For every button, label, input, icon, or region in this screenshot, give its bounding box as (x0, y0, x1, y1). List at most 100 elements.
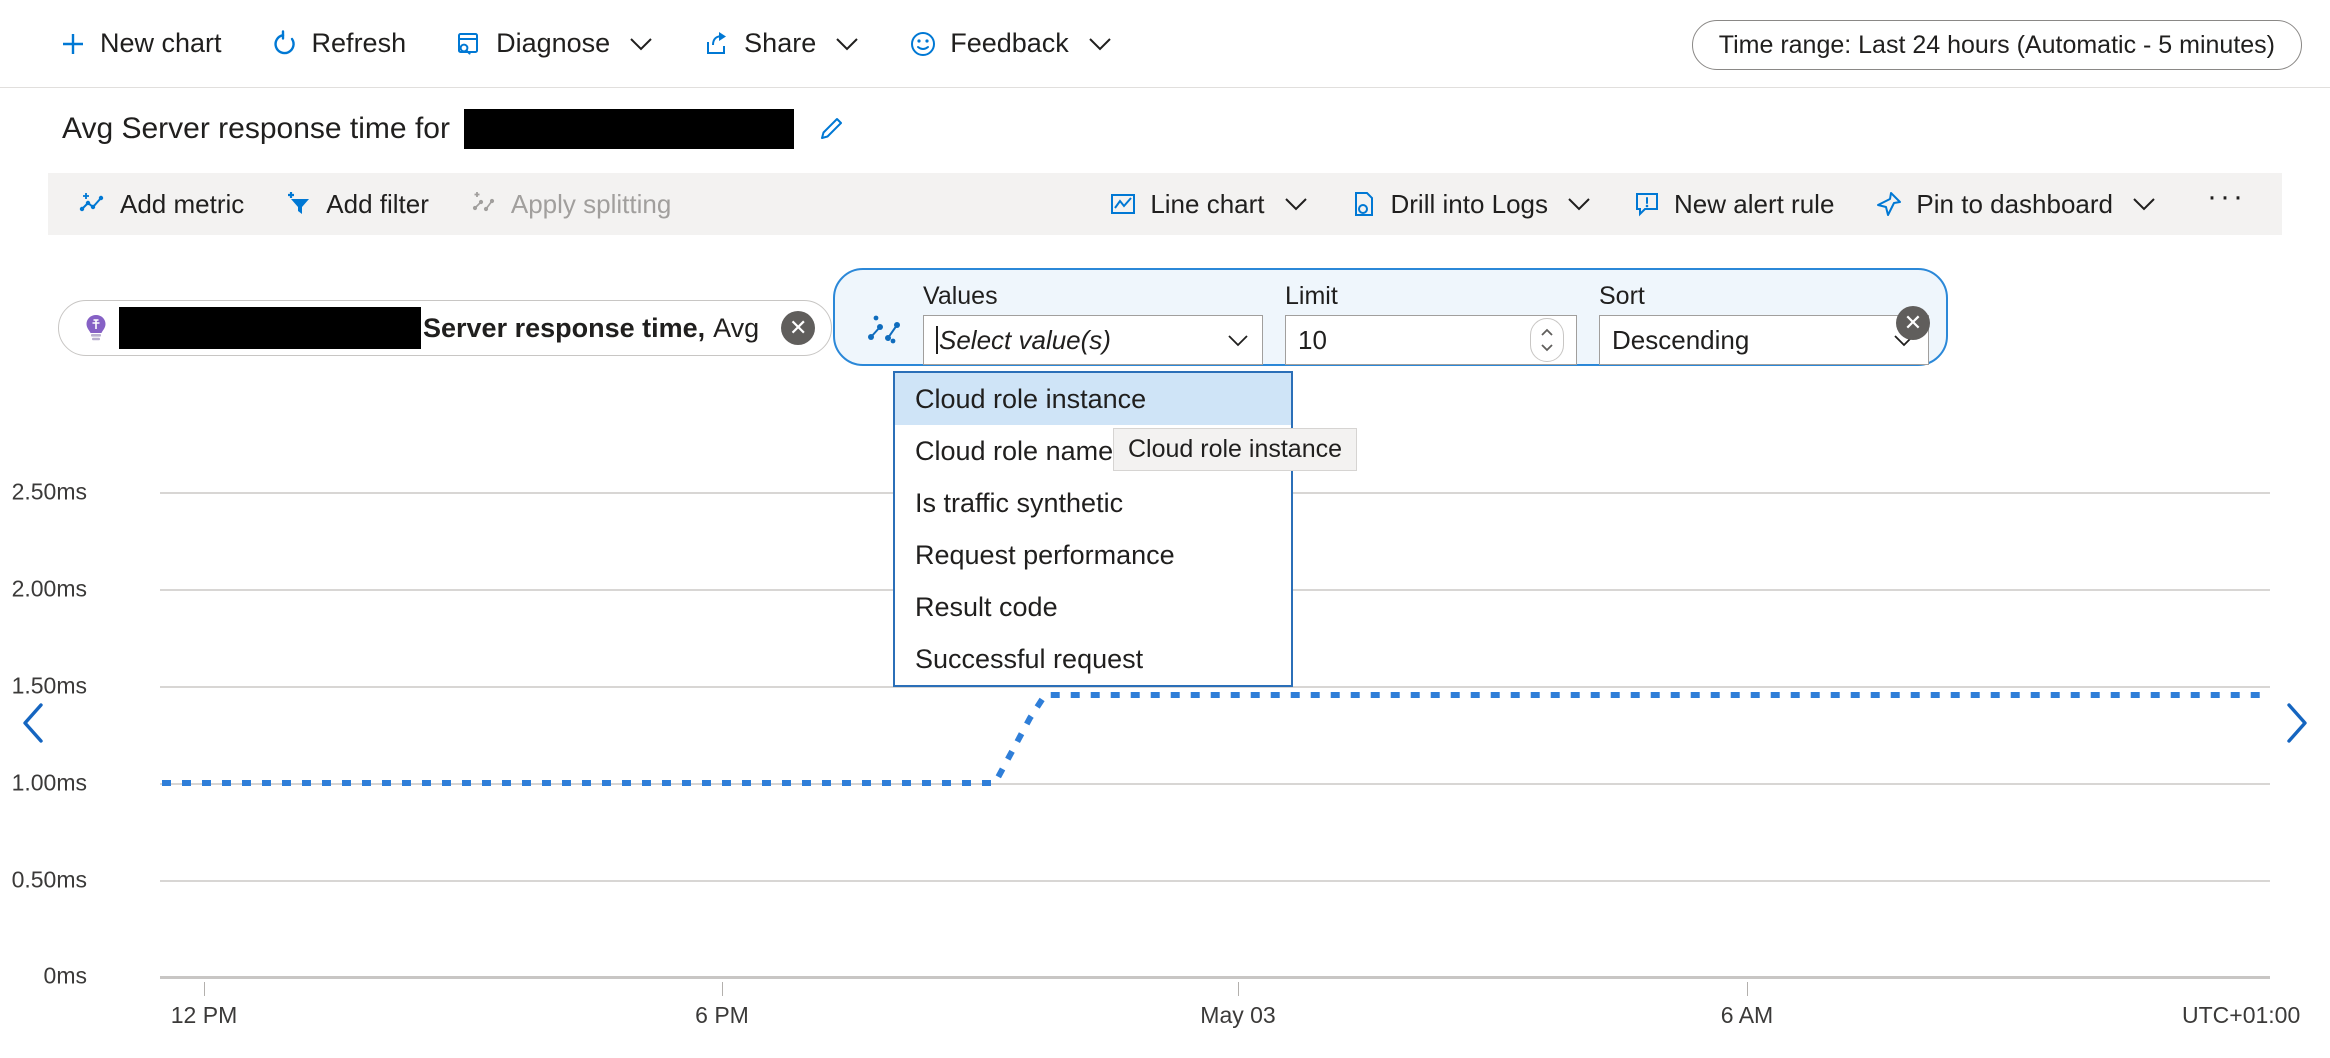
chevron-left-icon (17, 700, 51, 751)
add-metric-icon (78, 189, 108, 219)
apply-splitting-button[interactable]: Apply splitting (465, 185, 685, 224)
top-command-bar: New chart Refresh (0, 0, 2330, 88)
x-tick-label-6-am: 6 AM (1720, 1002, 1774, 1028)
limit-stepper[interactable] (1530, 318, 1564, 362)
chevron-down-icon (1566, 196, 1592, 212)
feedback-button[interactable]: Feedback (904, 22, 1133, 65)
new-chart-label: New chart (100, 28, 222, 58)
chevron-down-icon (2131, 196, 2157, 212)
dropdown-option-result-code[interactable]: Result code (915, 591, 1058, 622)
values-input[interactable]: Select value(s) (923, 315, 1263, 365)
feedback-label: Feedback (950, 28, 1069, 58)
new-chart-button[interactable]: New chart (54, 22, 242, 65)
drill-into-logs-icon (1349, 189, 1379, 219)
sort-value: Descending (1612, 324, 1750, 355)
new-alert-rule-icon (1632, 189, 1662, 219)
time-range-picker[interactable]: Time range: Last 24 hours (Automatic - 5… (1691, 20, 2302, 70)
timezone-label: UTC+01:00 (2182, 1002, 2301, 1028)
limit-value: 10 (1298, 324, 1327, 355)
chevron-down-icon[interactable] (1226, 333, 1250, 348)
y-tick-label-1-00: 1.00ms (11, 769, 87, 796)
limit-field-group: Limit 10 (1285, 282, 1577, 365)
chart-toolbar-right-group: Line chart Drill into Logs (1104, 180, 2282, 228)
line-chart-button[interactable]: Line chart (1104, 185, 1322, 224)
dropdown-option-is-traffic-synthetic[interactable]: Is traffic synthetic (915, 487, 1124, 518)
chevron-down-icon (834, 36, 860, 52)
more-commands-button[interactable]: ··· (2207, 180, 2246, 213)
diagnose-label: Diagnose (496, 28, 611, 58)
top-command-group: New chart Refresh (0, 22, 1157, 65)
limit-label: Limit (1285, 282, 1338, 310)
add-filter-button[interactable]: Add filter (280, 185, 443, 224)
chart-next-button[interactable] (2276, 702, 2316, 745)
x-tick-label-6-pm: 6 PM (695, 1002, 749, 1028)
redacted-scope-name (119, 307, 421, 349)
chart-prev-button[interactable] (14, 702, 54, 745)
add-metric-label: Add metric (120, 188, 245, 219)
y-tick-label-2-00: 2.00ms (11, 575, 87, 602)
chevron-down-icon (1087, 36, 1113, 52)
redacted-resource-name (463, 109, 794, 149)
refresh-button[interactable]: Refresh (266, 22, 427, 65)
smiley-icon (908, 29, 938, 59)
gridline (160, 783, 2270, 785)
chevron-right-icon (2279, 700, 2313, 751)
dropdown-option-request-performance[interactable]: Request performance (915, 539, 1175, 570)
apply-splitting-icon (863, 310, 905, 352)
chart-toolbar: Add metric Add filter (48, 173, 2282, 235)
x-axis-line (160, 976, 2270, 979)
refresh-label: Refresh (311, 28, 407, 58)
dropdown-option-cloud-role-name[interactable]: Cloud role name (915, 435, 1114, 466)
x-tick-label-may-03: May 03 (1200, 1002, 1276, 1028)
values-field-group: Values Select value(s) (923, 282, 1263, 365)
dropdown-option-successful-request[interactable]: Successful request (915, 643, 1144, 674)
diagnose-button[interactable]: Diagnose (450, 22, 674, 65)
values-placeholder: Select value(s) (939, 324, 1111, 355)
splitting-fields: Values Select value(s) Limit 10 (923, 282, 1929, 365)
new-alert-rule-label: New alert rule (1674, 188, 1835, 219)
sort-select[interactable]: Descending (1599, 315, 1929, 365)
chart-title-row: Avg Server response time for (0, 88, 2330, 170)
plus-icon (58, 29, 88, 59)
x-tick-mark (722, 982, 723, 996)
dropdown-option-cloud-role-instance[interactable]: Cloud role instance (895, 373, 1291, 425)
refresh-icon (270, 29, 300, 59)
time-range-label: Time range: Last 24 hours (Automatic - 5… (1718, 30, 2275, 59)
new-alert-rule-button[interactable]: New alert rule (1628, 185, 1848, 224)
remove-splitting-button[interactable]: ✕ (1896, 306, 1930, 340)
metric-pill[interactable]: Server response time, Avg ✕ (58, 300, 833, 356)
add-filter-label: Add filter (326, 188, 429, 219)
splitting-panel: Values Select value(s) Limit 10 (833, 268, 1948, 366)
text-caret (936, 326, 938, 354)
limit-input[interactable]: 10 (1285, 315, 1577, 365)
app-insights-bulb-icon (79, 311, 113, 345)
gridline (160, 686, 2270, 688)
apply-splitting-label: Apply splitting (510, 188, 672, 219)
share-icon (702, 29, 732, 59)
x-tick-mark (1238, 982, 1239, 996)
sort-field-group: Sort Descending (1599, 282, 1929, 365)
apply-splitting-icon (469, 189, 499, 219)
share-label: Share (744, 28, 817, 58)
y-tick-label-1-50: 1.50ms (11, 672, 87, 699)
share-button[interactable]: Share (698, 22, 880, 65)
pencil-icon[interactable] (816, 114, 846, 144)
chart-toolbar-left-group: Add metric Add filter (48, 185, 707, 224)
page-title: Avg Server response time for (62, 112, 450, 145)
y-tick-label-2-50: 2.50ms (11, 478, 87, 505)
add-metric-button[interactable]: Add metric (74, 185, 258, 224)
drill-into-logs-label: Drill into Logs (1390, 188, 1549, 219)
drill-into-logs-button[interactable]: Drill into Logs (1345, 185, 1607, 224)
pin-to-dashboard-label: Pin to dashboard (1916, 188, 2114, 219)
pin-to-dashboard-button[interactable]: Pin to dashboard (1870, 185, 2171, 224)
add-filter-icon (284, 189, 314, 219)
aggregation-label: Avg (713, 312, 760, 343)
x-tick-mark (1747, 982, 1748, 996)
remove-metric-button[interactable]: ✕ (781, 311, 816, 345)
gridline (160, 880, 2270, 882)
line-chart-icon (1108, 189, 1138, 219)
metric-name-label: Server response time, (423, 312, 706, 343)
x-tick-label-12-pm: 12 PM (170, 1002, 238, 1028)
sort-label: Sort (1599, 282, 1645, 310)
x-tick-mark (204, 982, 205, 996)
